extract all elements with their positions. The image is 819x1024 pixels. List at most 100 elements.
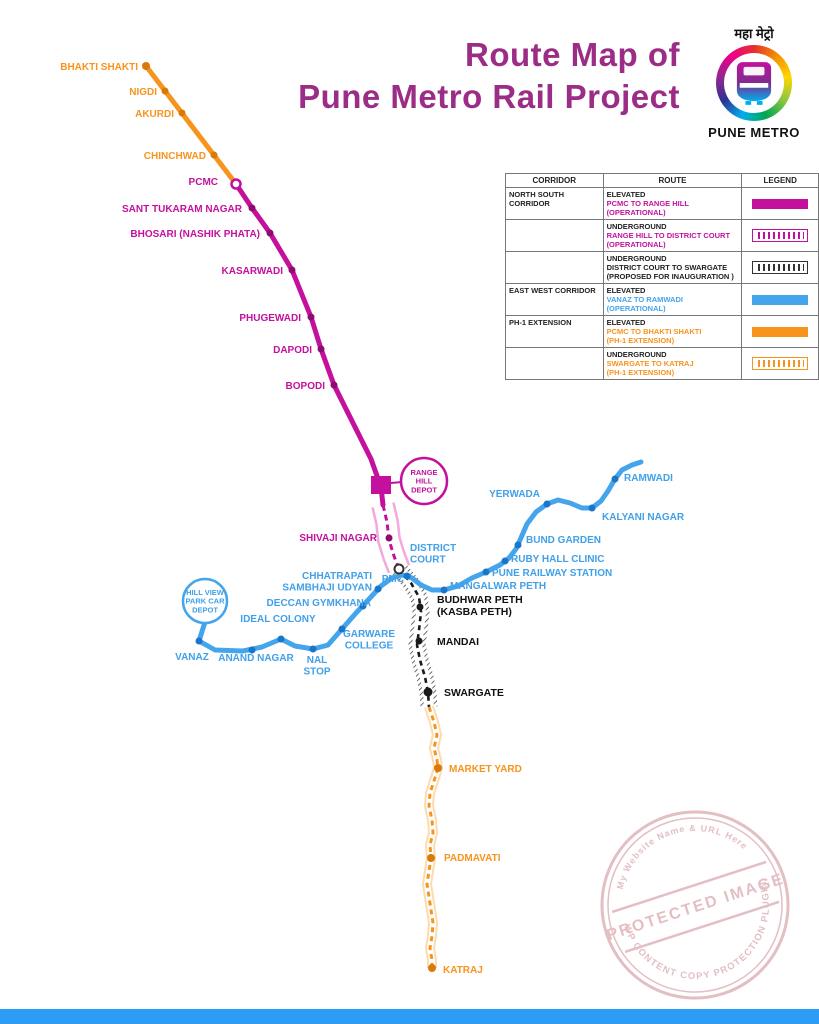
legend-swatch bbox=[752, 326, 809, 337]
legend-row: UNDERGROUND RANGE HILL TO DISTRICT COURT… bbox=[505, 219, 819, 252]
station-label: RUBY HALL CLINIC bbox=[511, 554, 605, 565]
station-dot bbox=[514, 541, 522, 549]
station-label: RAMWADI bbox=[624, 473, 673, 484]
legend-swatch bbox=[752, 294, 809, 305]
station-label: BUND GARDEN bbox=[526, 535, 601, 546]
station-label: PUNE RAILWAY STATION bbox=[492, 568, 612, 579]
station-dot bbox=[142, 62, 150, 70]
station-dot bbox=[338, 625, 346, 633]
station-label: SHIVAJI NAGAR bbox=[299, 533, 377, 544]
station-label: CHINCHWAD bbox=[144, 151, 206, 162]
legend-table: CORRIDOR ROUTE LEGEND NORTH SOUTH CORRID… bbox=[505, 173, 819, 380]
station-dot bbox=[385, 534, 393, 542]
station-label: PADMAVATI bbox=[444, 853, 501, 864]
station-dot bbox=[248, 646, 256, 654]
page-title-line2: Pune Metro Rail Project bbox=[298, 78, 680, 115]
station-dot bbox=[277, 635, 285, 643]
station-dot-interchange bbox=[393, 563, 405, 575]
station-dot bbox=[543, 500, 551, 508]
legend-row: PH-1 EXTENSION ELEVATED PCMC TO BHAKTI S… bbox=[505, 315, 819, 348]
station-label: ANAND NAGAR bbox=[218, 653, 294, 664]
station-label: DECCAN GYMKHANA bbox=[267, 598, 371, 609]
logo-rainbow-ring-icon bbox=[716, 45, 792, 121]
station-label: SANT TUKARAM NAGAR bbox=[122, 204, 243, 215]
station-dot bbox=[374, 585, 382, 593]
station-dot bbox=[266, 229, 274, 237]
station-label: VANAZ bbox=[175, 652, 209, 663]
station-label: PCMC bbox=[189, 177, 218, 188]
legend-row: EAST WEST CORRIDOR ELEVATED VANAZ TO RAM… bbox=[505, 283, 819, 316]
logo-brand-text: PUNE METRO bbox=[708, 125, 800, 140]
legend-swatch bbox=[752, 357, 809, 370]
station-dot bbox=[416, 603, 424, 611]
station-dot bbox=[210, 151, 218, 159]
station-label: BHAKTI SHAKTI bbox=[60, 62, 138, 73]
station-dot bbox=[427, 854, 435, 862]
station-dot bbox=[440, 586, 448, 594]
pune-metro-logo: महा मेट्रो PUNE METRO bbox=[698, 24, 810, 140]
station-dot bbox=[434, 764, 442, 772]
station-label: BOPODI bbox=[286, 381, 326, 392]
range-hill-depot-circle bbox=[399, 456, 449, 506]
station-label: IDEAL COLONY bbox=[240, 614, 316, 625]
station-label: NIGDI bbox=[129, 87, 157, 98]
station-dot bbox=[423, 687, 433, 697]
station-label: BHOSARI (NASHIK PHATA) bbox=[130, 229, 260, 240]
station-label: KALYANI NAGAR bbox=[602, 512, 685, 523]
station-dot bbox=[161, 87, 169, 95]
station-dot bbox=[309, 645, 317, 653]
station-label: KATRAJ bbox=[443, 965, 483, 976]
station-label: PMC bbox=[382, 574, 404, 585]
station-label: MARKET YARD bbox=[449, 764, 522, 775]
range-hill-depot-marker bbox=[371, 476, 391, 494]
station-label: BUDHWAR PETH(KASBA PETH) bbox=[437, 594, 523, 618]
station-dot bbox=[611, 475, 619, 483]
legend-swatch bbox=[752, 229, 809, 242]
station-dot bbox=[330, 381, 338, 389]
station-dot bbox=[195, 637, 203, 645]
station-dot bbox=[178, 109, 186, 117]
station-label: PHUGEWADI bbox=[239, 313, 301, 324]
legend-swatch bbox=[752, 261, 809, 274]
page-title-line1: Route Map of bbox=[465, 36, 680, 73]
station-label: AKURDI bbox=[135, 109, 174, 120]
legend-row: UNDERGROUND DISTRICT COURT TO SWARGATE (… bbox=[505, 251, 819, 284]
station-dot bbox=[317, 345, 325, 353]
station-dot bbox=[415, 637, 423, 645]
station-dot bbox=[588, 504, 596, 512]
page-title: Route Map of Pune Metro Rail Project bbox=[298, 34, 680, 118]
line-black-underground bbox=[398, 568, 431, 708]
station-dot bbox=[403, 572, 411, 580]
footer-bar bbox=[0, 1009, 819, 1024]
hill-view-depot-circle bbox=[181, 577, 229, 625]
legend-row: NORTH SOUTH CORRIDOR ELEVATED PCMC TO RA… bbox=[505, 187, 819, 220]
station-label: DAPODI bbox=[273, 345, 312, 356]
line-orange-elevated bbox=[143, 63, 239, 187]
line-orange-underground bbox=[425, 706, 440, 968]
station-label: KASARWADI bbox=[222, 266, 284, 277]
station-dot bbox=[482, 568, 490, 576]
legend-swatch bbox=[752, 198, 809, 209]
station-dot bbox=[359, 602, 367, 610]
station-label: YERWADA bbox=[489, 489, 540, 500]
station-label: MANDAI bbox=[437, 636, 479, 648]
station-dot bbox=[501, 557, 509, 565]
station-dot bbox=[307, 313, 315, 321]
legend-row: UNDERGROUND SWARGATE TO KATRAJ (PH-1 EXT… bbox=[505, 347, 819, 380]
metro-train-icon bbox=[736, 62, 772, 105]
station-dot bbox=[428, 964, 436, 972]
station-dot bbox=[248, 204, 256, 212]
station-dot bbox=[288, 266, 296, 274]
station-label: MANGALWAR PETH bbox=[450, 581, 546, 592]
station-label: SWARGATE bbox=[444, 687, 504, 699]
station-dot-interchange bbox=[230, 178, 242, 190]
